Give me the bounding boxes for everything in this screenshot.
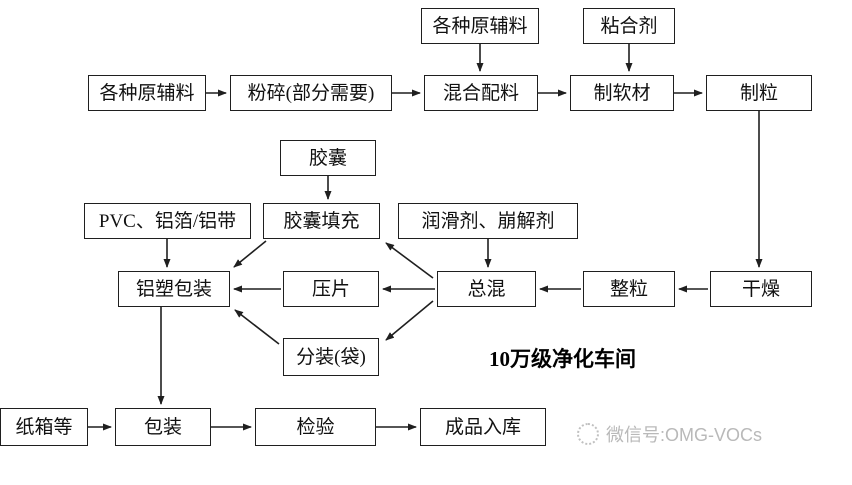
node-capsule: 胶囊 [280, 140, 376, 176]
node-final-blend: 总混 [437, 271, 536, 307]
arrow [385, 242, 434, 279]
node-warehouse: 成品入库 [420, 408, 546, 446]
wechat-logo-icon [577, 423, 599, 445]
node-lubricant-disintegrant: 润滑剂、崩解剂 [398, 203, 578, 239]
cleanroom-label: 10万级净化车间 [489, 347, 636, 371]
node-dry: 干燥 [710, 271, 812, 307]
node-blister-packaging: 铝塑包装 [118, 271, 230, 307]
node-binder: 粘合剂 [583, 8, 675, 44]
node-mix-ingredients: 混合配料 [424, 75, 538, 111]
node-tablet-press: 压片 [283, 271, 379, 307]
node-granulate: 制粒 [706, 75, 812, 111]
node-capsule-filling: 胶囊填充 [263, 203, 380, 239]
arrow [385, 300, 434, 341]
node-pvc-foil: PVC、铝箔/铝带 [84, 203, 251, 239]
node-carton: 纸箱等 [0, 408, 88, 446]
arrow [233, 240, 267, 268]
watermark-text: 微信号:OMG-VOCs [606, 425, 762, 445]
node-sachet-packing: 分装(袋) [283, 338, 379, 376]
node-crush: 粉碎(部分需要) [230, 75, 392, 111]
node-inspect: 检验 [255, 408, 376, 446]
watermark: 微信号:OMG-VOCs [577, 421, 762, 447]
node-raw-materials-top: 各种原辅料 [421, 8, 539, 44]
arrow [234, 309, 280, 345]
node-raw-materials-left: 各种原辅料 [88, 75, 206, 111]
node-granule-sizing: 整粒 [583, 271, 675, 307]
node-pack: 包装 [115, 408, 211, 446]
node-soft-material: 制软材 [570, 75, 674, 111]
